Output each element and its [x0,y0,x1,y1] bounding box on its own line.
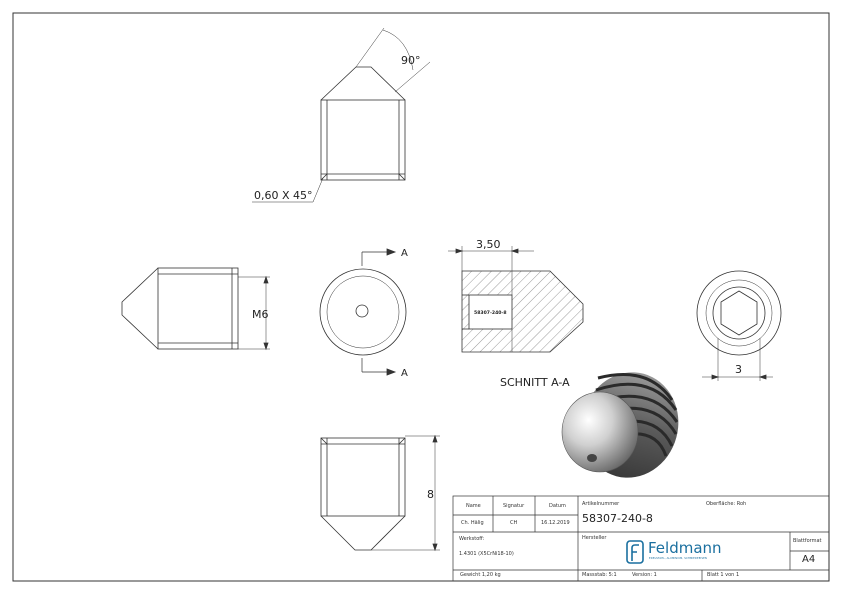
top-view [252,27,431,203]
chamfer-dimension: 0,60 X 45° [254,189,313,202]
section-marker-top: A [401,248,408,259]
signature-header: Signatur [503,503,525,509]
weight: Gewicht 1,20 kg [460,572,501,578]
article-number: 58307-240-8 [582,512,653,525]
logo-name: Feldmann [648,539,722,557]
depth-dimension: 3,50 [476,238,501,251]
article-label: Artikelnummer [582,501,620,507]
date-value: 16.12.2019 [541,520,570,526]
part-tag: 58307-240-8 [474,310,507,316]
date-header: Datum [549,503,566,509]
material-value: 1.4301 (X5CrNi18-10) [459,551,514,557]
section-view [448,246,584,353]
front-view [319,248,407,376]
render-3d [561,372,679,478]
format-value: A4 [802,554,816,565]
name-value: Ch. Hälig [461,520,484,526]
manufacturer-label: Hersteller [582,535,607,541]
length-dimension: 8 [427,488,434,501]
sheet: Blatt 1 von 1 [707,572,740,578]
section-marker-bottom: A [401,368,408,379]
feldmann-logo-icon [626,540,644,564]
version: Version: 1 [632,572,657,578]
hex-dimension: 3 [735,363,742,376]
logo-tagline: EDELSTAHL, ALUMINIUM, SCHMIEDEEISEN [649,557,707,560]
thread-dimension: M6 [252,308,269,321]
sheet-border [12,12,830,582]
surface-label: Oberfläche: Roh [706,501,747,507]
left-view [121,267,270,351]
angle-dimension: 90° [401,54,421,67]
name-header: Name [466,503,481,509]
material-label: Werkstoff: [459,536,485,542]
bottom-view [320,434,440,552]
format-label: Blattformat [793,538,822,544]
signature-value: CH [510,520,518,526]
title-block [452,495,830,582]
section-label: SCHNITT A-A [500,376,570,389]
hex-view [696,270,782,381]
scale: Massstab: 5:1 [582,572,617,578]
